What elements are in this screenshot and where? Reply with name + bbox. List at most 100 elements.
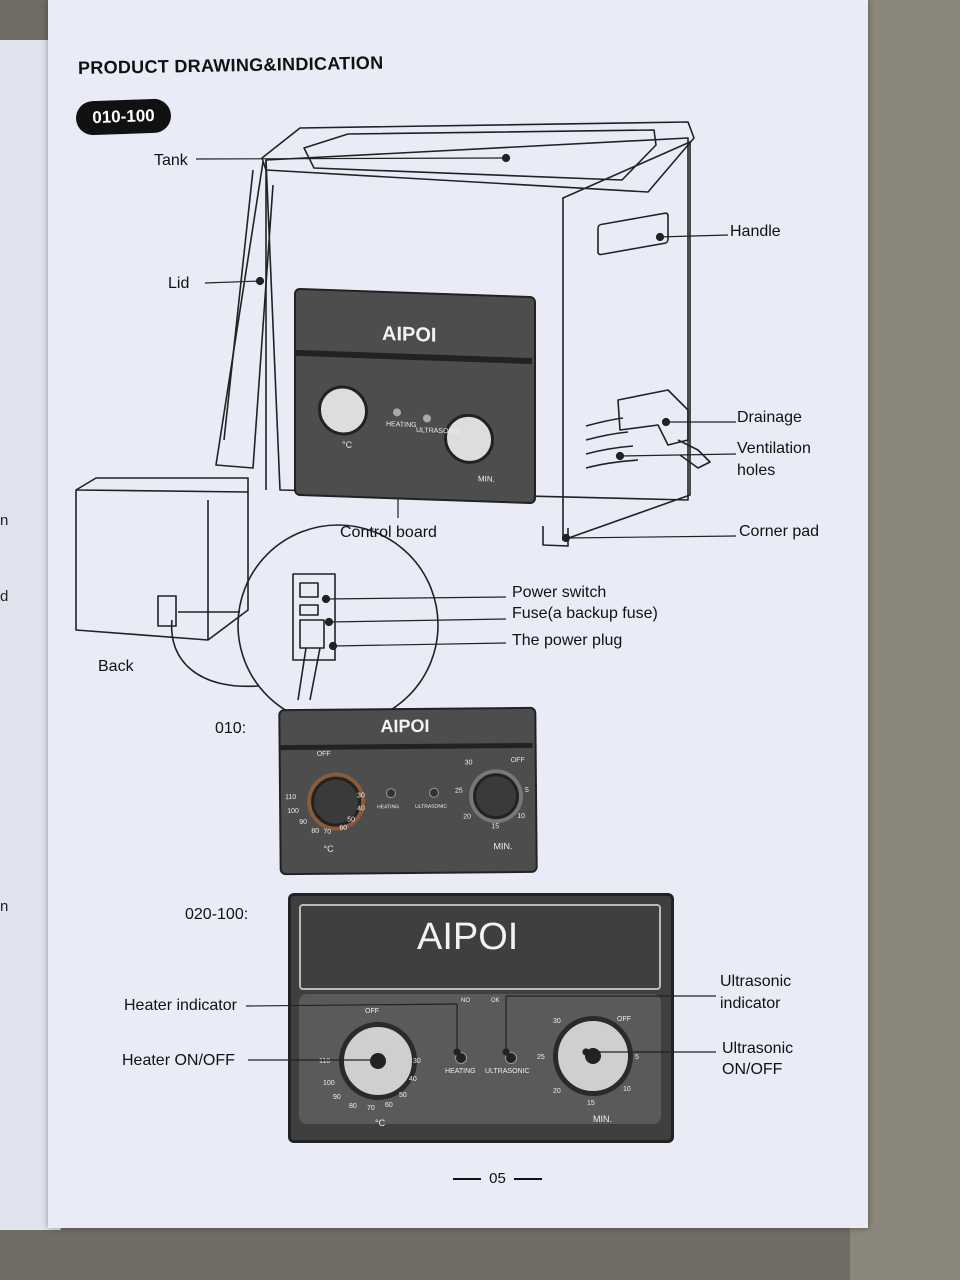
background-surface <box>850 0 960 1280</box>
ultrasonic-label: ULTRASONIC <box>485 1068 530 1075</box>
timer-dial[interactable] <box>472 773 520 820</box>
temp-tick: 50 <box>399 1092 407 1099</box>
temp-tick: 40 <box>357 805 365 813</box>
heating-indicator-light <box>393 408 401 417</box>
heater-onoff-dial[interactable] <box>339 1022 417 1100</box>
temp-tick: 80 <box>311 827 320 835</box>
time-tick: 20 <box>553 1088 561 1095</box>
time-tick: OFF <box>510 756 525 765</box>
brand-logo: AIPOI <box>380 715 430 737</box>
temp-tick: 50 <box>347 816 356 824</box>
label-heater-onoff: Heater ON/OFF <box>122 1052 235 1069</box>
ultrasonic-indicator-light <box>428 787 440 798</box>
magnifier-circle <box>237 524 439 726</box>
label-fuse: Fuse(a backup fuse) <box>512 605 658 622</box>
label-drainage: Drainage <box>737 409 802 426</box>
no-label: NO <box>461 998 470 1004</box>
temp-tick: 80 <box>349 1103 357 1110</box>
panel-010: AIPOI HEATING ULTRASONIC OFF 110 100 90 … <box>278 706 538 876</box>
lid-outline <box>215 161 274 469</box>
temp-tick: 60 <box>385 1102 393 1109</box>
temp-unit: °C <box>323 843 334 854</box>
time-tick: 10 <box>517 812 526 821</box>
manual-page: PRODUCT DRAWING&INDICATION 010-100 <box>48 0 868 1228</box>
tank-rim-outline <box>261 121 695 193</box>
left-page-fragment: n <box>0 898 9 915</box>
brand-logo: AIPOI <box>382 322 437 347</box>
label-ultrasonic-onoff-1: Ultrasonic <box>722 1040 794 1057</box>
drain-valve-outline <box>617 389 689 446</box>
temp-tick: 60 <box>339 824 348 832</box>
time-unit: MIN. <box>478 474 495 484</box>
label-control-board: Control board <box>340 524 437 541</box>
panel-020-100: AIPOI NO OK HEATING ULTRASONIC OFF 110 1… <box>288 893 674 1143</box>
temp-tick: 30 <box>413 1058 421 1065</box>
label-model-020-100: 020-100: <box>185 906 249 923</box>
heater-indicator-light <box>455 1052 467 1064</box>
time-tick: 15 <box>587 1100 595 1107</box>
brand-logo: AIPOI <box>417 916 519 958</box>
temp-tick: 110 <box>285 793 297 802</box>
temp-tick: OFF <box>316 750 331 758</box>
time-unit: MIN. <box>593 1114 612 1124</box>
label-corner-pad: Corner pad <box>739 523 820 540</box>
unit-body-outline <box>265 137 689 501</box>
label-power-plug: The power plug <box>512 632 623 649</box>
heating-label: HEATING <box>386 420 417 430</box>
temp-unit: °C <box>375 1118 386 1128</box>
ultrasonic-onoff-dial[interactable] <box>553 1016 633 1096</box>
temp-tick: 70 <box>323 828 332 836</box>
temp-tick: OFF <box>365 1008 379 1015</box>
temp-unit: °C <box>342 439 353 450</box>
main-control-board: AIPOI HEATING ULTRASONIC °C MIN. <box>294 287 536 505</box>
back-unit-outline <box>75 490 249 641</box>
time-tick: OFF <box>617 1016 631 1023</box>
time-unit: MIN. <box>493 841 513 852</box>
label-lid: Lid <box>168 275 190 292</box>
temp-tick: 90 <box>333 1094 341 1101</box>
label-handle: Handle <box>730 223 781 240</box>
time-tick: 25 <box>537 1054 545 1061</box>
handle-outline <box>597 212 669 256</box>
temp-tick: 70 <box>367 1105 375 1112</box>
temp-tick: 90 <box>299 818 308 826</box>
label-ultrasonic-indicator-2: indicator <box>720 995 781 1012</box>
time-tick: 30 <box>464 759 473 767</box>
label-holes: holes <box>737 462 776 479</box>
time-tick: 20 <box>463 813 472 821</box>
label-power-switch: Power switch <box>512 584 607 601</box>
ultrasonic-indicator-light <box>423 414 431 423</box>
temp-tick: 110 <box>319 1058 331 1065</box>
heating-label: HEATING <box>377 804 400 811</box>
side-face-outline <box>562 141 691 541</box>
left-page-fragment: d <box>0 588 9 605</box>
heating-label: HEATING <box>445 1068 476 1075</box>
heating-indicator-light <box>385 788 397 799</box>
left-page-fragment: n <box>0 512 9 529</box>
ultrasonic-label: ULTRASONIC <box>416 427 461 436</box>
time-tick: 10 <box>623 1086 631 1093</box>
temp-tick: 100 <box>287 807 299 816</box>
time-tick: 15 <box>491 823 500 831</box>
time-tick: 25 <box>454 787 463 795</box>
temp-tick: 40 <box>409 1076 417 1083</box>
label-ventilation: Ventilation <box>737 440 811 457</box>
label-heater-indicator: Heater indicator <box>124 997 237 1014</box>
page-number-text: 05 <box>489 1170 506 1187</box>
temp-tick: 30 <box>357 792 365 800</box>
tank-opening-outline <box>303 129 657 181</box>
ultrasonic-label: ULTRASONIC <box>415 803 448 810</box>
label-back: Back <box>98 658 134 675</box>
timer-knob[interactable] <box>444 413 494 465</box>
label-ultrasonic-onoff-2: ON/OFF <box>722 1061 783 1078</box>
heater-knob[interactable] <box>318 384 368 437</box>
ultrasonic-indicator-light <box>505 1052 517 1064</box>
time-tick: 5 <box>635 1054 639 1061</box>
time-tick: 5 <box>524 786 529 794</box>
ok-label: OK <box>491 998 500 1004</box>
temp-tick: 100 <box>323 1080 335 1087</box>
page-number: 05 <box>453 1170 543 1187</box>
label-tank: Tank <box>154 152 188 169</box>
label-ultrasonic-indicator-1: Ultrasonic <box>720 973 792 990</box>
time-tick: 30 <box>553 1018 561 1025</box>
